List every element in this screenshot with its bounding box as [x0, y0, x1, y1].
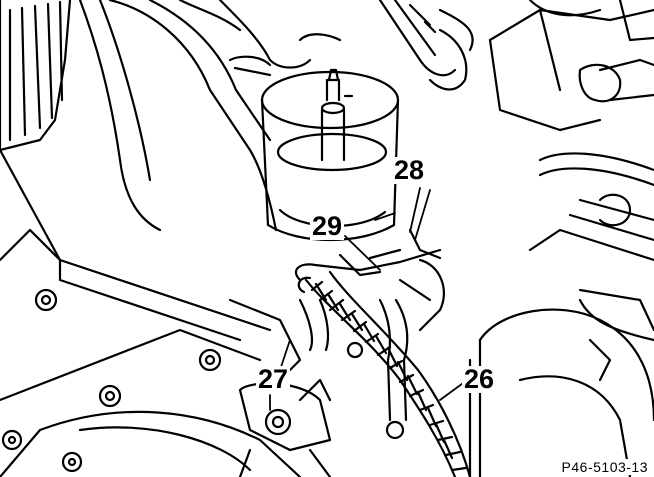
- callout-28: 28: [392, 155, 427, 185]
- fuel-lines: [294, 228, 472, 477]
- callout-27: 27: [256, 364, 291, 394]
- radiator-shroud: [0, 0, 162, 232]
- right-pipes: [528, 152, 654, 342]
- upper-connector: [228, 0, 474, 91]
- callout-29: 29: [310, 211, 345, 241]
- lower-bracket: [238, 341, 405, 477]
- lower-right-housing: [468, 308, 654, 477]
- filter-housing: [260, 68, 400, 242]
- upper-hose: [108, 0, 312, 232]
- right-block: [488, 0, 654, 132]
- lower-left-panel: [0, 148, 302, 477]
- callout-26: 26: [462, 364, 497, 394]
- figure-code: P46-5103-13: [561, 459, 648, 475]
